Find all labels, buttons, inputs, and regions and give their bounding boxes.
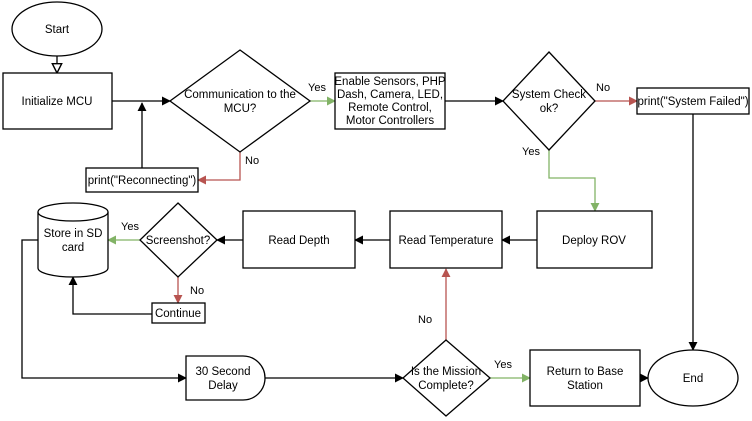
node-reconnecting: print("Reconnecting") bbox=[85, 167, 199, 193]
node-continue-label: Continue bbox=[155, 308, 201, 320]
node-deploy-rov: Deploy ROV bbox=[536, 210, 653, 269]
node-screenshot-decision: Screenshot? bbox=[139, 202, 218, 278]
node-delay-label-line1: 30 Second bbox=[196, 366, 251, 378]
node-reconnecting-label: print("Reconnecting") bbox=[88, 175, 197, 187]
node-mission-label-line1: Is the Mission bbox=[411, 366, 481, 378]
node-start: Start bbox=[11, 1, 103, 57]
node-screenshot-label: Screenshot? bbox=[146, 235, 211, 247]
node-system-failed-label: print("System Failed") bbox=[637, 96, 748, 108]
node-start-label: Start bbox=[45, 24, 70, 36]
node-end-label: End bbox=[683, 373, 703, 385]
node-read-temperature-label: Read Temperature bbox=[398, 235, 493, 247]
node-store-sd-card: Store in SD card bbox=[37, 202, 109, 278]
edges bbox=[21, 56, 698, 383]
label-comm-yes: Yes bbox=[308, 82, 326, 94]
node-return-label-line2: Station bbox=[567, 380, 603, 392]
label-mission-no: No bbox=[418, 314, 432, 326]
node-enable-sensors: Enable Sensors, PHP Dash, Camera, LED, R… bbox=[334, 72, 446, 130]
node-enable-label-line2: Dash, Camera, LED, bbox=[337, 89, 443, 101]
node-deploy-rov-label: Deploy ROV bbox=[562, 235, 626, 247]
node-mission-label-line2: Complete? bbox=[418, 380, 474, 392]
node-return-to-base: Return to Base Station bbox=[529, 349, 641, 407]
node-read-depth: Read Depth bbox=[242, 210, 356, 269]
edge-store-to-delay bbox=[21, 239, 187, 383]
node-return-label-line1: Return to Base bbox=[547, 366, 624, 378]
node-continue: Continue bbox=[151, 302, 206, 324]
node-communication-decision: Communication to the MCU? bbox=[168, 49, 312, 153]
label-sys-no: No bbox=[596, 82, 610, 94]
node-store-label-line2: card bbox=[62, 242, 84, 254]
node-system-check-decision: System Check ok? bbox=[502, 51, 596, 151]
node-delay: 30 Second Delay bbox=[185, 355, 266, 401]
label-mission-yes: Yes bbox=[494, 359, 512, 371]
node-communication-label-line1: Communication to the bbox=[184, 89, 296, 101]
node-end: End bbox=[647, 349, 739, 407]
node-mission-decision: Is the Mission Complete? bbox=[402, 339, 491, 417]
node-system-failed: print("System Failed") bbox=[636, 87, 750, 115]
node-enable-label-line3: Remote Control, bbox=[348, 102, 432, 114]
node-enable-label-line1: Enable Sensors, PHP bbox=[334, 76, 446, 88]
node-delay-label-line2: Delay bbox=[208, 380, 238, 392]
node-system-check-label-line2: ok? bbox=[540, 103, 559, 115]
node-read-depth-label: Read Depth bbox=[268, 235, 329, 247]
node-read-temperature: Read Temperature bbox=[389, 210, 503, 269]
edge-labels: Yes No No Yes Yes No No Yes bbox=[121, 82, 610, 371]
label-shot-yes: Yes bbox=[121, 221, 139, 233]
node-initialize-mcu: Initialize MCU bbox=[2, 72, 113, 130]
edge-comm-no-to-reconnect bbox=[197, 147, 241, 185]
edge-continue-to-store bbox=[68, 276, 152, 315]
node-communication-label-line2: MCU? bbox=[224, 103, 257, 115]
node-enable-label-line4: Motor Controllers bbox=[346, 115, 434, 127]
label-shot-no: No bbox=[190, 285, 204, 297]
node-store-label-line1: Store in SD bbox=[44, 228, 103, 240]
label-comm-no: No bbox=[245, 155, 259, 167]
label-sys-yes: Yes bbox=[522, 146, 540, 158]
edge-sys-yes-to-deploy bbox=[548, 147, 600, 212]
node-system-check-label-line1: System Check bbox=[512, 89, 586, 101]
node-initialize-mcu-label: Initialize MCU bbox=[22, 96, 93, 108]
